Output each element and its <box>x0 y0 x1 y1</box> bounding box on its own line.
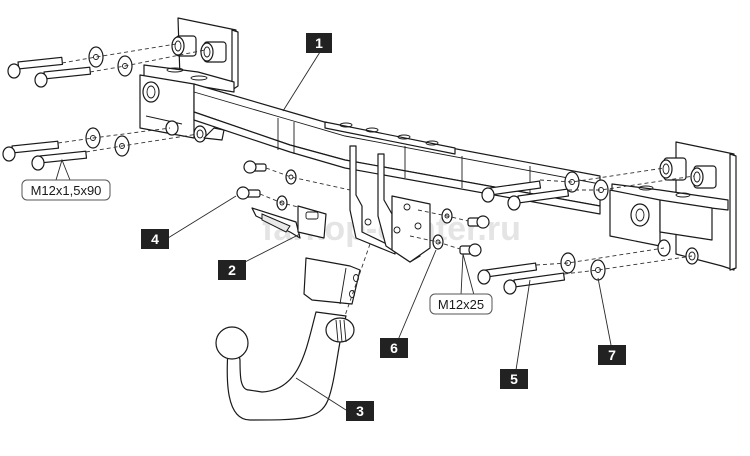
right-mount-bracket <box>609 141 737 271</box>
svg-text:M12x1,5x90: M12x1,5x90 <box>31 183 102 198</box>
svg-text:7: 7 <box>608 347 616 363</box>
tow-ball-neck <box>215 243 371 421</box>
leader-6 <box>397 249 437 341</box>
left-mount-bracket <box>139 17 239 143</box>
right-lower-bolts <box>477 247 693 295</box>
center-plates <box>349 145 431 263</box>
svg-text:1: 1 <box>315 35 323 51</box>
leader-5 <box>515 279 531 371</box>
right-upper-bolts <box>481 167 695 211</box>
left-lower-bolts <box>2 127 199 171</box>
leader-1 <box>282 51 321 112</box>
leader-3 <box>295 377 347 411</box>
callout-5: 5 <box>500 369 528 389</box>
spec-label-m12x25: M12x25 <box>429 293 493 315</box>
leader-7 <box>597 277 612 346</box>
svg-text:6: 6 <box>390 340 398 356</box>
callout-7: 7 <box>598 345 626 365</box>
leader-spec-m12x25 <box>460 253 475 296</box>
leader-2 <box>244 233 301 263</box>
left-upper-bolts <box>7 43 206 88</box>
callout-3: 3 <box>346 401 374 421</box>
callout-1: 1 <box>306 33 332 53</box>
svg-text:M12x25: M12x25 <box>438 297 484 312</box>
leader-spec-m12x1-5x90 <box>55 158 71 181</box>
spec-label-m12x1-5x90: M12x1,5x90 <box>21 179 111 201</box>
svg-text:3: 3 <box>356 403 364 419</box>
small-bolts-right <box>409 208 490 257</box>
leader-4 <box>167 195 237 239</box>
svg-text:2: 2 <box>228 262 236 278</box>
callout-2: 2 <box>218 260 246 280</box>
callout-4: 4 <box>141 229 169 249</box>
callout-6: 6 <box>380 338 408 358</box>
small-bolts-left <box>236 160 351 211</box>
svg-text:5: 5 <box>510 371 518 387</box>
socket-bracket <box>251 205 327 239</box>
svg-text:4: 4 <box>151 231 159 247</box>
